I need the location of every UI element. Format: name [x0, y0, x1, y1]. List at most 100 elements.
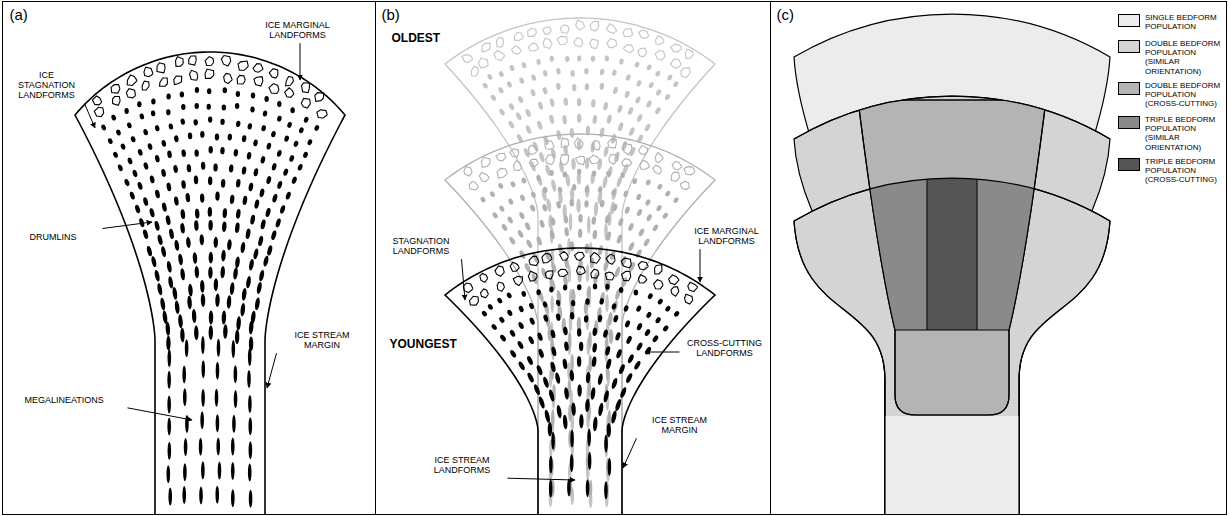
drumlin — [506, 216, 514, 225]
stagnation-landform — [479, 173, 489, 182]
drumlin — [220, 266, 225, 278]
drumlin — [627, 106, 634, 115]
drumlin — [537, 332, 544, 341]
drumlin — [166, 182, 172, 191]
drumlin — [562, 415, 568, 430]
drumlin — [168, 123, 173, 130]
drumlin — [619, 58, 624, 65]
drumlin — [531, 74, 537, 82]
drumlin — [544, 409, 551, 423]
stagnation-landform — [589, 155, 599, 163]
drumlin — [529, 204, 536, 212]
drumlin — [229, 195, 234, 205]
drumlin — [168, 276, 174, 289]
drumlin — [662, 212, 669, 220]
drumlin — [499, 334, 507, 343]
drumlin — [137, 148, 143, 156]
stagnation-landform — [269, 69, 278, 79]
drumlin — [126, 122, 132, 129]
drumlin — [593, 272, 599, 285]
drumlin — [635, 305, 642, 313]
drumlin — [276, 149, 282, 157]
stagnation-landform — [653, 165, 662, 174]
drumlin — [260, 219, 267, 230]
stagnation-landform — [688, 282, 698, 291]
drumlin — [521, 177, 527, 184]
stagnation-landform — [142, 81, 149, 90]
drumlin — [181, 104, 185, 110]
stagnation-landform — [285, 88, 294, 98]
drumlin — [266, 142, 272, 150]
drumlin — [538, 151, 546, 163]
drumlin — [271, 131, 277, 138]
drumlin — [180, 223, 186, 234]
megalineation — [569, 213, 573, 231]
drumlin — [635, 193, 642, 201]
drumlin — [524, 108, 531, 117]
landform-label: ICE MARGINAL LANDFORMS — [248, 20, 348, 41]
drumlin — [564, 227, 569, 237]
drumlin — [591, 356, 597, 367]
ice-margin-outline — [445, 18, 715, 514]
drumlin — [555, 313, 561, 321]
drumlin — [247, 123, 252, 130]
drumlin — [497, 86, 504, 94]
drumlin — [115, 129, 121, 136]
megalineation — [231, 462, 235, 480]
drumlin — [154, 189, 160, 198]
megalineation — [184, 438, 188, 456]
legend-text: TRIPLE BEDFORM POPULATION (SIMILAR ORIEN… — [1145, 115, 1226, 152]
drumlin — [571, 158, 576, 170]
megalineation — [248, 417, 252, 435]
drumlin — [539, 219, 546, 228]
megalineation — [167, 396, 171, 414]
megalineation — [587, 428, 591, 446]
megalineation — [550, 295, 554, 313]
megalineation — [605, 294, 609, 312]
stagnation-landform — [286, 77, 294, 86]
drumlin — [492, 211, 499, 219]
drumlin — [124, 108, 129, 114]
drumlin — [648, 81, 655, 89]
panel-letter: (b) — [382, 6, 412, 23]
drumlin — [208, 267, 212, 279]
drumlin — [173, 196, 179, 206]
drumlin — [664, 190, 671, 197]
drumlin — [597, 315, 603, 323]
stagnation-landform — [560, 25, 569, 34]
drumlin — [277, 101, 281, 107]
drumlin — [548, 389, 555, 402]
stagnation-landform — [205, 69, 214, 78]
drumlin — [124, 178, 131, 186]
drumlin — [592, 171, 596, 177]
drumlin — [229, 164, 234, 172]
drumlin — [208, 177, 212, 186]
drumlin — [289, 155, 295, 163]
drumlin — [111, 114, 117, 121]
stagnation-landform — [606, 254, 615, 264]
drumlin — [607, 423, 611, 437]
megalineation — [183, 463, 187, 481]
age-label: OLDEST — [392, 32, 472, 46]
megalineation — [248, 348, 252, 366]
drumlin — [536, 289, 540, 295]
drumlin — [577, 328, 581, 336]
drumlin — [617, 217, 624, 226]
landform-label: DRUMLINS — [30, 232, 100, 242]
drumlin — [526, 355, 534, 365]
stagnation-landform — [494, 51, 505, 61]
drumlin — [117, 164, 124, 172]
drumlin — [620, 276, 628, 288]
drumlin — [536, 174, 544, 187]
drumlin — [598, 186, 603, 193]
drumlin — [166, 261, 172, 273]
landform-label: ICE MARGINAL LANDFORMS — [688, 226, 766, 247]
drumlin — [226, 295, 231, 309]
drumlin — [195, 103, 199, 109]
megalineation — [231, 489, 235, 507]
drumlin — [161, 202, 167, 212]
leader-arrow — [267, 353, 277, 388]
drumlin — [264, 96, 268, 102]
stagnation-landform — [557, 36, 567, 44]
megalineation — [232, 415, 236, 433]
